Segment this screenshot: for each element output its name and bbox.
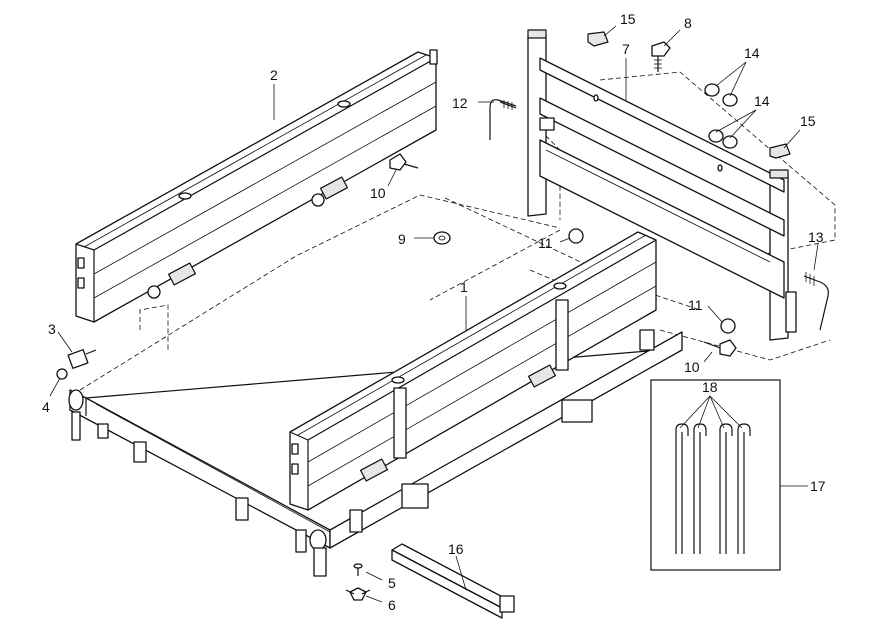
part-17-pin-set-box bbox=[650, 379, 781, 571]
callout-9: 9 bbox=[398, 231, 406, 247]
callout-11-right: 11 bbox=[688, 297, 703, 313]
callout-12: 12 bbox=[452, 95, 468, 111]
floor-base-frame bbox=[68, 329, 683, 577]
callout-labels: 1 2 3 4 5 6 7 8 9 10 10 11 11 12 13 14 1… bbox=[42, 11, 826, 613]
callout-15-right: 15 bbox=[800, 113, 816, 129]
callout-17: 17 bbox=[810, 478, 826, 494]
callout-2: 2 bbox=[270, 67, 278, 83]
callout-10-right: 10 bbox=[684, 359, 700, 375]
part-12-pin bbox=[489, 99, 517, 140]
callout-13: 13 bbox=[808, 229, 824, 245]
front-panel-hinge bbox=[359, 364, 557, 482]
callout-16: 16 bbox=[448, 541, 464, 557]
callout-1: 1 bbox=[460, 279, 468, 295]
part-10-bolts bbox=[389, 153, 737, 357]
part-11-nuts bbox=[568, 228, 736, 334]
front-side-panel bbox=[289, 231, 657, 511]
leader-lines bbox=[49, 25, 819, 603]
callout-10-left: 10 bbox=[370, 185, 386, 201]
left-panel-hinge bbox=[147, 176, 349, 299]
part-4-nut bbox=[56, 368, 68, 380]
part-5-washer bbox=[353, 563, 363, 576]
callout-14-top: 14 bbox=[744, 45, 760, 61]
callout-11-left: 11 bbox=[538, 235, 553, 251]
callout-8: 8 bbox=[684, 15, 692, 31]
part-8-bolt bbox=[651, 41, 671, 72]
callout-6: 6 bbox=[388, 597, 396, 613]
callout-3: 3 bbox=[48, 321, 56, 337]
part-3-collar bbox=[67, 349, 97, 369]
callout-4: 4 bbox=[42, 399, 50, 415]
assembly-guide-lines bbox=[79, 71, 836, 391]
part-13-pin bbox=[803, 272, 829, 331]
part-18-pins bbox=[675, 423, 751, 554]
part-9-nut bbox=[433, 231, 451, 245]
left-side-panel bbox=[75, 49, 438, 323]
callout-15-left: 15 bbox=[620, 11, 636, 27]
callout-18: 18 bbox=[702, 379, 718, 395]
callout-5: 5 bbox=[388, 575, 396, 591]
part-6-wingnut bbox=[345, 587, 371, 601]
rear-gate-panel bbox=[527, 29, 797, 341]
callout-7: 7 bbox=[622, 41, 630, 57]
part-14-nuts bbox=[704, 83, 738, 149]
callout-14-bottom: 14 bbox=[754, 93, 770, 109]
part-15-caps bbox=[587, 31, 791, 159]
